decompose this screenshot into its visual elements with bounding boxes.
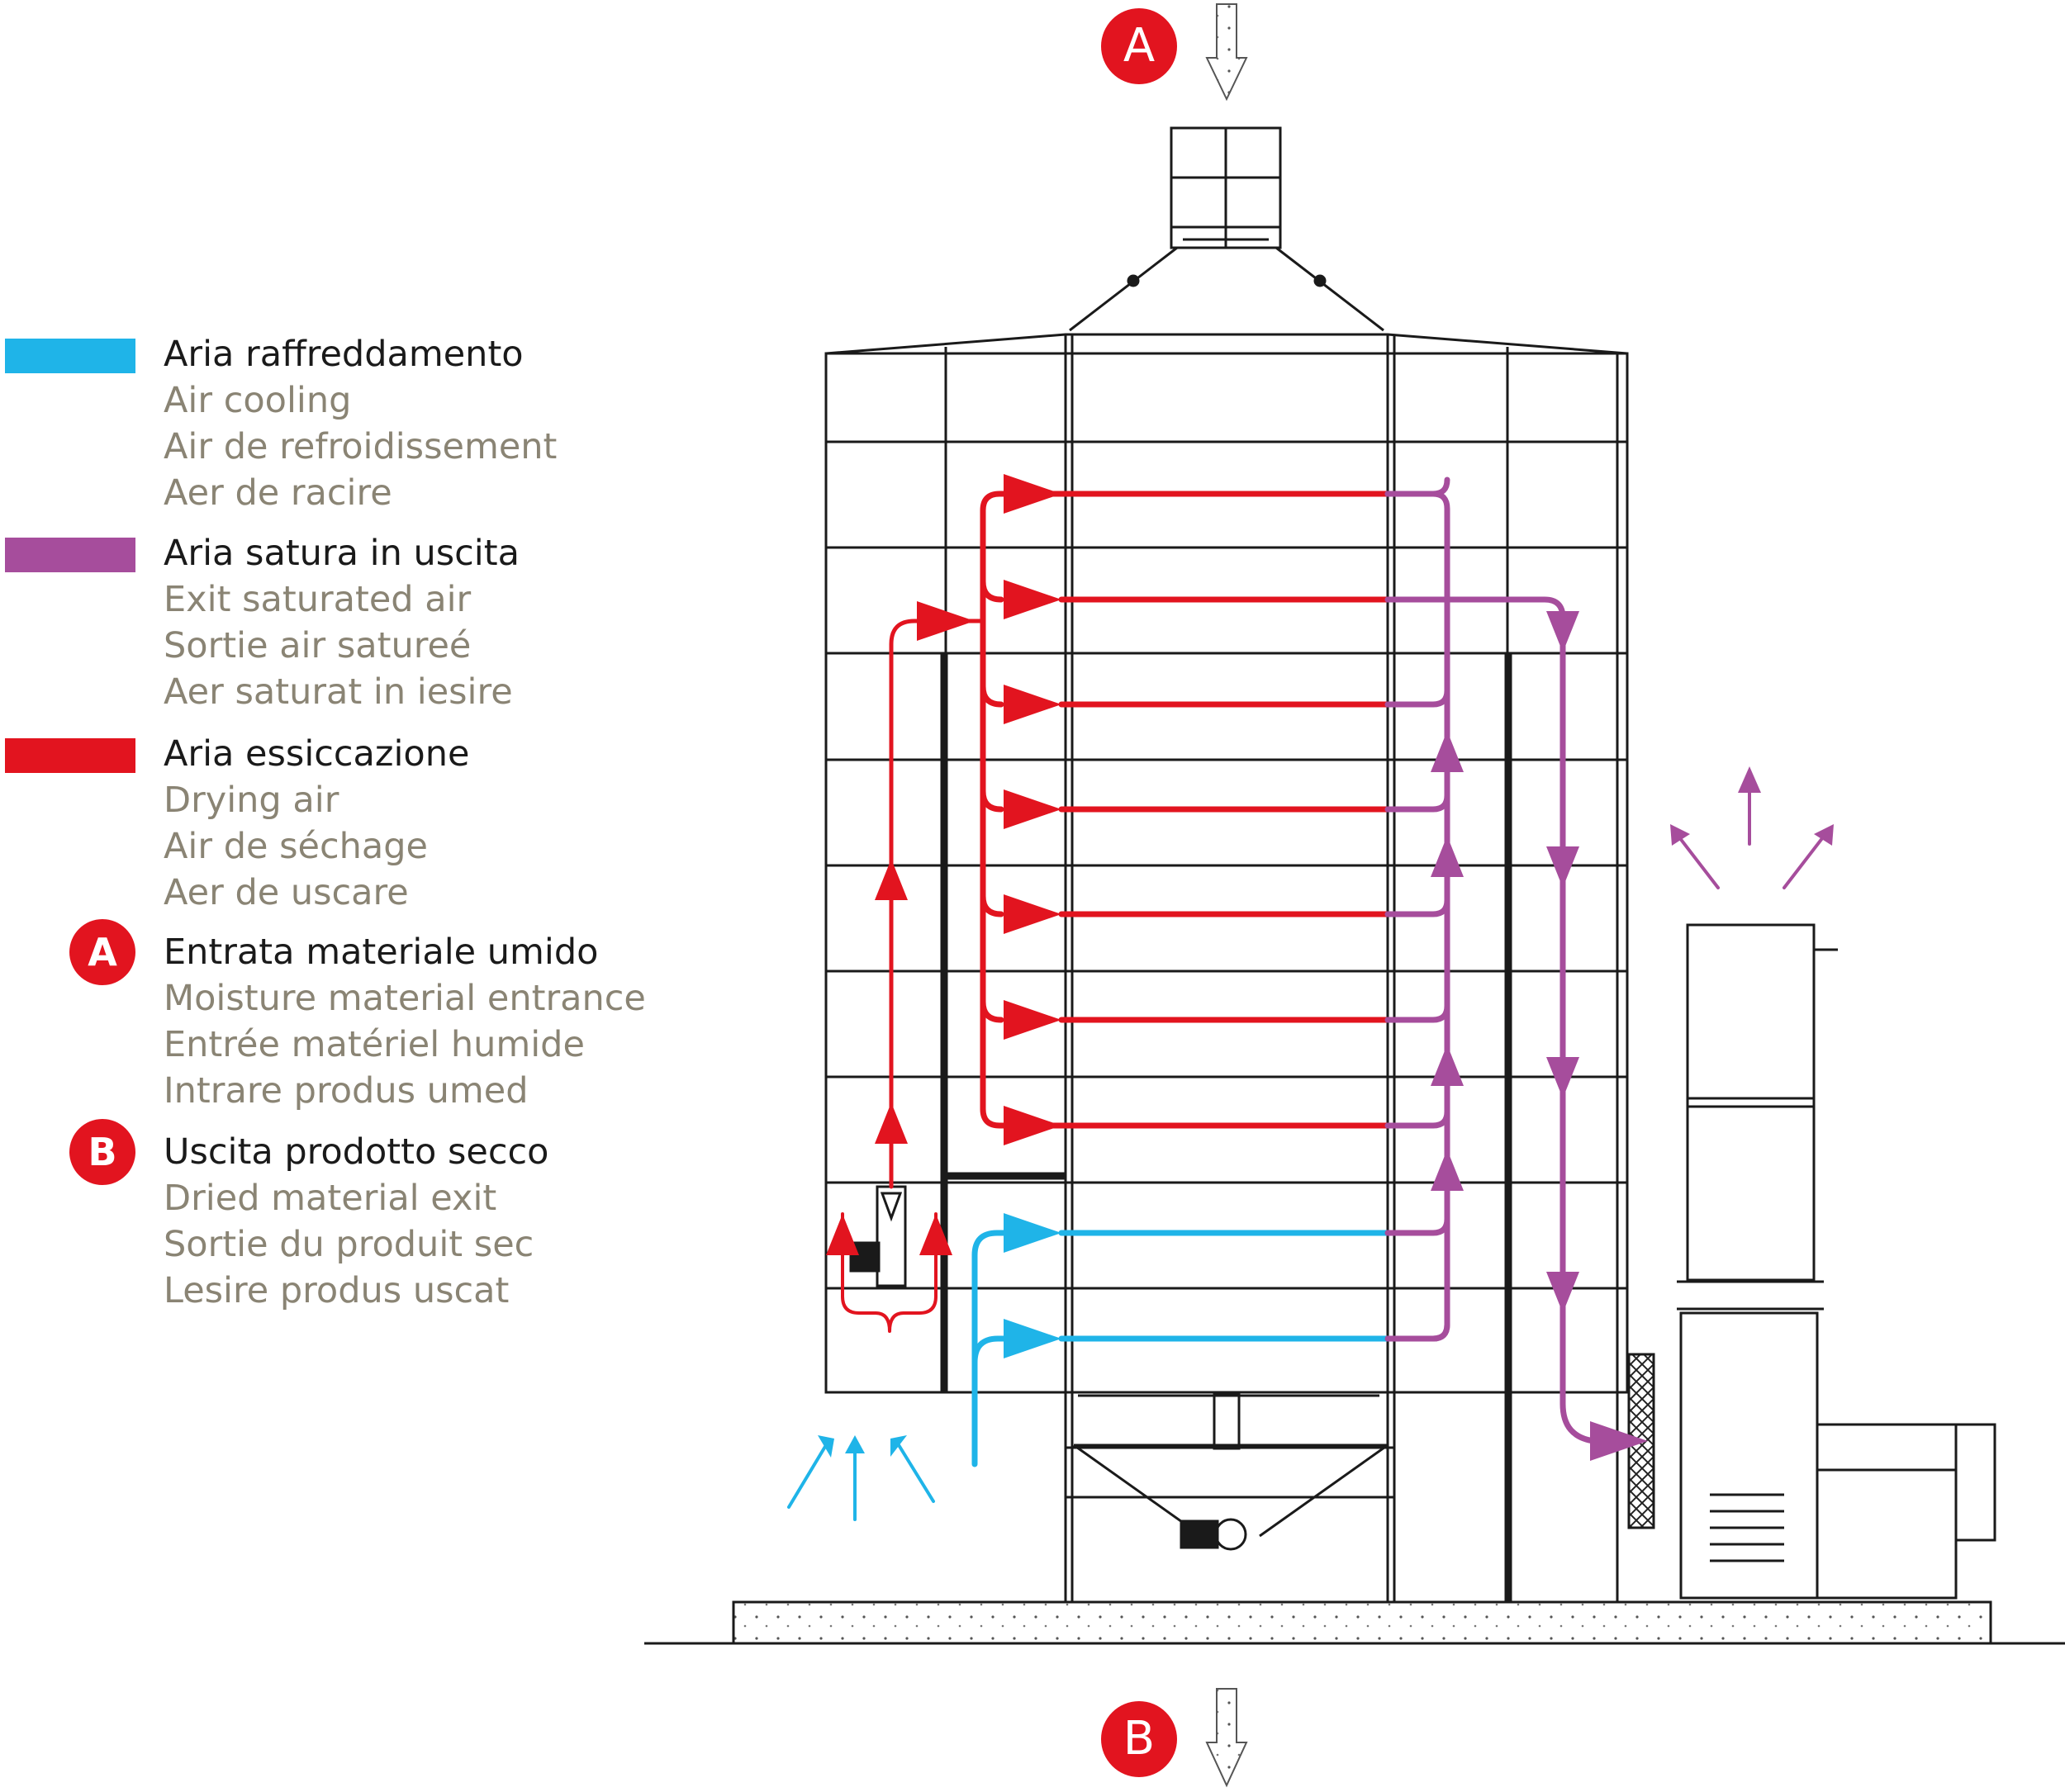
cooling-flow-arrow	[1004, 1319, 1061, 1358]
cooling-intake-arrow	[845, 1435, 865, 1453]
legend-drying-line-1: Drying air	[164, 780, 339, 821]
saturated-flow-line	[1384, 897, 1450, 917]
drying-distributor	[980, 491, 1065, 1129]
feed-hopper	[1069, 126, 1384, 332]
material-out-arrow	[1205, 1688, 1248, 1788]
saturated-down-arrow	[1546, 1057, 1579, 1098]
legend-cooling-line-1: Air cooling	[164, 380, 352, 421]
inlet-badge: A	[1101, 8, 1177, 84]
cooling-intake-arrow-line	[787, 1439, 830, 1509]
drying-branch	[980, 893, 1004, 917]
legend-cooling-line-2: Air de refroidissement	[164, 426, 558, 467]
drying-riser-arrow	[917, 601, 975, 641]
drying-riser-up-arrow	[875, 1102, 908, 1144]
exit-badge: B	[69, 1119, 135, 1185]
legend-saturated-line-1: Exit saturated air	[164, 579, 472, 620]
drying-flow-arrow	[1004, 894, 1061, 934]
air-flows	[787, 474, 1834, 1521]
legend-cooling-line-3: Aer de racire	[164, 472, 392, 514]
ground	[644, 1600, 2065, 1645]
drying-flow-arrow	[1004, 789, 1061, 829]
saturated-flow-line	[1384, 687, 1450, 708]
drying-branch	[980, 578, 1004, 603]
cooling-swatch	[5, 339, 135, 373]
saturated-flow-line	[1384, 1003, 1450, 1023]
saturated-up-arrow	[1431, 1045, 1464, 1086]
saturated-up-arrow	[1431, 836, 1464, 877]
cooling-intake-arrow-line	[895, 1439, 935, 1503]
internal-walls	[940, 652, 1512, 1602]
legend-drying-line-3: Aer de uscare	[164, 872, 409, 913]
saturated-down-arrow	[1546, 1272, 1579, 1313]
burner-unit	[849, 1185, 907, 1287]
burner-intake-arrow	[919, 1214, 952, 1255]
legend-entrance-head: Entrata materiale umido	[164, 932, 599, 973]
drying-branch	[980, 683, 1004, 708]
saturated-down-arrow	[1546, 611, 1579, 652]
legend-saturated-line-2: Sortie air satureé	[164, 625, 472, 666]
drying-riser	[889, 619, 985, 1189]
saturated-flow-line	[1384, 1216, 1450, 1236]
saturated-fan-arrow	[1590, 1421, 1648, 1461]
drying-swatch	[5, 738, 135, 773]
drying-branch	[980, 788, 1004, 813]
exhaust-fan	[1627, 923, 1996, 1600]
legend: Aria raffreddamento Air cooling Air de r…	[0, 0, 677, 1363]
legend-drying-head: Aria essiccazione	[164, 733, 470, 775]
legend-exit-head: Uscita prodotto secco	[164, 1131, 549, 1173]
material-in-arrow	[1205, 3, 1248, 102]
saturated-up-arrow	[1431, 1150, 1464, 1191]
legend-exit-line-3: Lesire produs uscat	[164, 1270, 510, 1311]
stack-exhaust-arrow	[1670, 824, 1690, 846]
saturated-down-arrow	[1546, 846, 1579, 888]
entrance-badge: A	[69, 919, 135, 985]
legend-entrance-line-3: Intrare produs umed	[164, 1070, 529, 1112]
drying-flow-arrow	[1004, 685, 1061, 724]
legend-drying-line-2: Air de séchage	[164, 826, 428, 867]
burner-brace	[841, 1295, 938, 1333]
stack-exhaust-line	[1675, 832, 1720, 889]
cooling-flow-arrow	[1004, 1213, 1061, 1253]
drying-flow-arrow	[1004, 1000, 1061, 1040]
legend-entrance-line-2: Entrée matériel humide	[164, 1024, 585, 1065]
cooling-riser	[971, 1230, 1011, 1467]
cooling-intake-arrow	[890, 1435, 907, 1457]
drying-flow-arrow	[1004, 580, 1061, 619]
saturated-flow-line	[1384, 792, 1450, 813]
stack-exhaust-arrow	[1814, 824, 1834, 846]
drying-branch	[980, 998, 1004, 1023]
legend-entrance-line-1: Moisture material entrance	[164, 978, 646, 1019]
saturated-up-arrow	[1431, 731, 1464, 772]
saturated-collector	[1384, 491, 1450, 1342]
saturated-swatch	[5, 538, 135, 572]
cooling-branch	[971, 1335, 1011, 1366]
legend-cooling-head: Aria raffreddamento	[164, 334, 524, 375]
legend-saturated-head: Aria satura in uscita	[164, 533, 520, 574]
burner-intake-arrow	[826, 1214, 859, 1255]
drying-riser-up-arrow	[875, 859, 908, 900]
legend-exit-line-2: Sortie du produit sec	[164, 1224, 534, 1265]
legend-exit-line-1: Dried material exit	[164, 1178, 497, 1219]
stack-exhaust-line	[1783, 832, 1827, 889]
cooling-intake-arrow	[818, 1435, 834, 1458]
saturated-exhaust-duct	[1384, 596, 1622, 1444]
saturated-flow-line	[1384, 1108, 1450, 1129]
legend-saturated-line-3: Aer saturat in iesire	[164, 671, 513, 713]
stack-exhaust-arrow	[1738, 766, 1761, 793]
outlet-badge: B	[1101, 1701, 1177, 1777]
